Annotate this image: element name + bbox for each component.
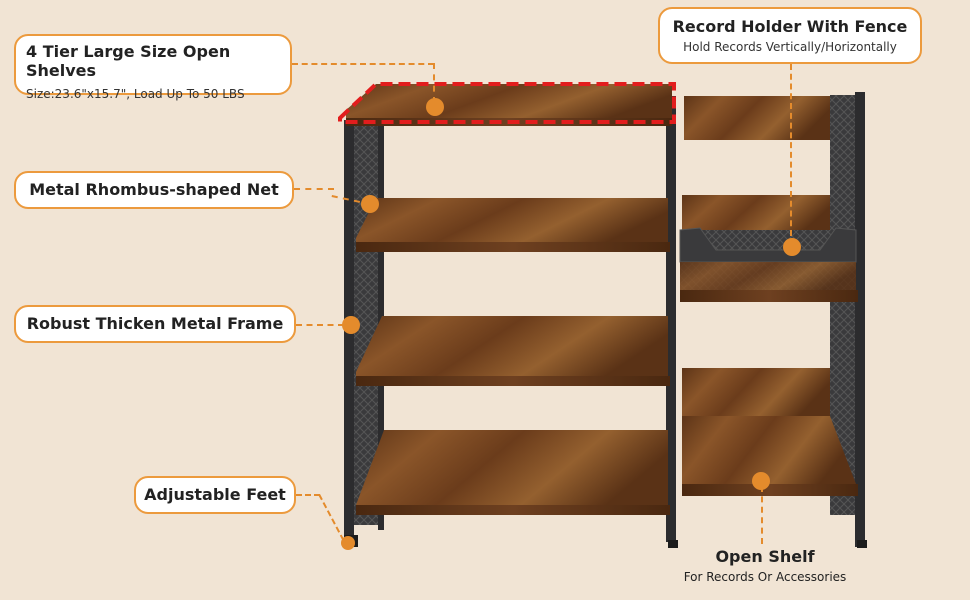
callout-record-title: Record Holder With Fence: [672, 17, 908, 36]
marker-dot: [361, 195, 379, 213]
callout-frame: Robust Thicken Metal Frame: [14, 305, 296, 343]
callout-feet: Adjustable Feet: [134, 476, 296, 514]
callout-tier: 4 Tier Large Size Open Shelves Size:23.6…: [14, 34, 292, 101]
left-shelf-4: [356, 430, 670, 515]
leader-tier-v: [433, 63, 435, 103]
open-shelf-board: [682, 416, 858, 496]
label-open-shelf-subtitle: For Records Or Accessories: [683, 570, 847, 584]
callout-frame-title: Robust Thicken Metal Frame: [26, 314, 284, 333]
top-board: [346, 84, 672, 126]
callout-net: Metal Rhombus-shaped Net: [14, 171, 294, 209]
record-holder-shelf: [679, 227, 858, 302]
marker-dot: [426, 98, 444, 116]
left-shelf-3: [356, 316, 670, 386]
middle-post: [666, 96, 676, 542]
marker-dot: [752, 472, 770, 490]
label-open-shelf-title: Open Shelf: [715, 547, 815, 566]
callout-net-title: Metal Rhombus-shaped Net: [29, 180, 279, 199]
marker-dot: [341, 536, 355, 550]
callout-record-subtitle: Hold Records Vertically/Horizontally: [683, 40, 897, 54]
leader-open-v: [761, 486, 763, 544]
callout-tier-subtitle: Size:23.6"x15.7", Load Up To 50 LBS: [26, 87, 245, 101]
leader-net-h: [294, 188, 334, 190]
label-open-shelf: Open Shelf For Records Or Accessories: [660, 547, 870, 584]
marker-dot: [342, 316, 360, 334]
leader-tier-h: [292, 63, 434, 65]
callout-record: Record Holder With Fence Hold Records Ve…: [658, 7, 922, 64]
marker-dot: [783, 238, 801, 256]
leader-frame-h: [296, 324, 344, 326]
top-highlight: [338, 82, 676, 124]
leader-feet-h: [296, 494, 320, 496]
callout-tier-title: 4 Tier Large Size Open Shelves: [26, 42, 231, 80]
left-shelf-2: [356, 198, 670, 252]
leader-record-v: [790, 64, 792, 236]
callout-feet-title: Adjustable Feet: [144, 485, 286, 504]
